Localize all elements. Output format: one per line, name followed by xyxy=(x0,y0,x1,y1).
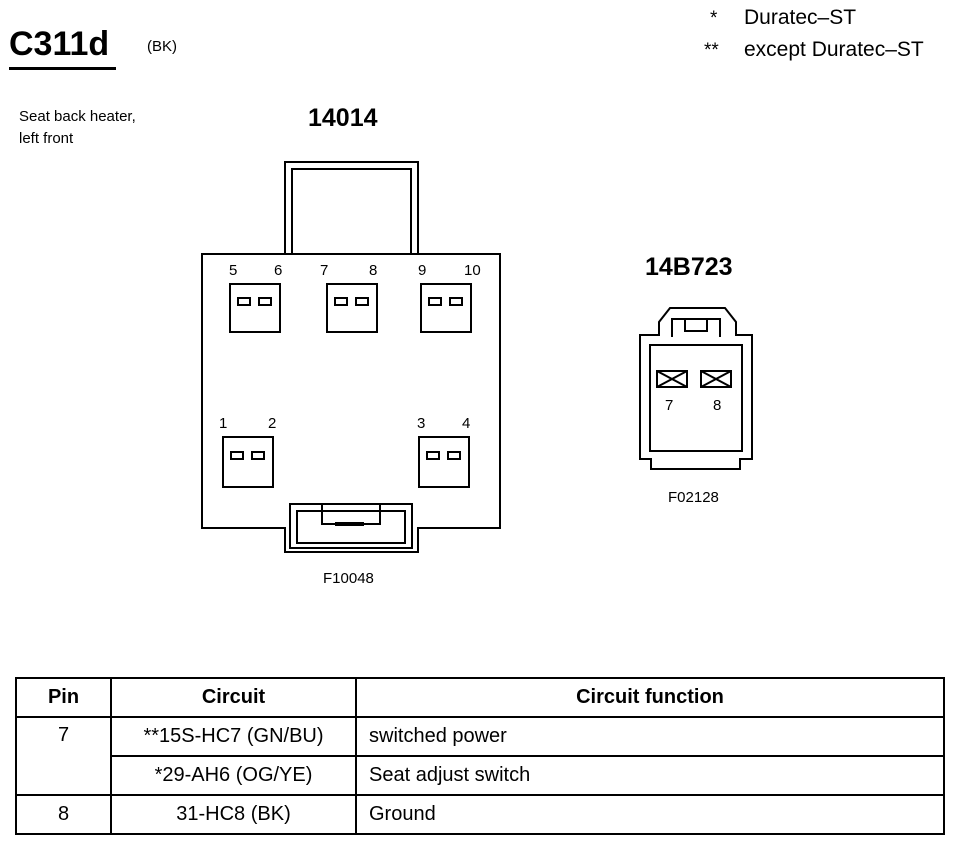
function-cell: Seat adjust switch xyxy=(355,755,945,796)
header-pin: Pin xyxy=(15,677,112,718)
pin-label-4: 4 xyxy=(462,415,470,432)
connector-b-part-number: 14B723 xyxy=(645,253,733,281)
connector-a-figure-code: F10048 xyxy=(323,570,374,587)
pin-cell: 7 xyxy=(15,716,112,796)
circuit-cell: **15S-HC7 (GN/BU) xyxy=(110,716,357,757)
connector-a-clip-tab xyxy=(321,503,381,525)
table-row: 7 **15S-HC7 (GN/BU) switched power xyxy=(15,716,945,796)
cavity-9-10 xyxy=(420,283,472,333)
table-header-row: Pin Circuit Circuit function xyxy=(15,677,945,718)
pin-label-9: 9 xyxy=(418,262,426,279)
legend-mark-1: * xyxy=(710,8,718,29)
title-underline xyxy=(9,67,116,70)
pin-label-7: 7 xyxy=(320,262,328,279)
header-circuit-function: Circuit function xyxy=(355,677,945,718)
connector-b-pin-label-7: 7 xyxy=(665,397,673,414)
connector-a-body xyxy=(201,253,501,553)
connector-b-latch xyxy=(671,318,721,337)
legend-text-2: except Duratec–ST xyxy=(744,38,924,61)
description-line-2: left front xyxy=(19,130,74,147)
connector-a-part-number: 14014 xyxy=(308,104,378,132)
connector-b-drawing xyxy=(639,307,753,470)
legend-text-1: Duratec–ST xyxy=(744,6,857,29)
description-line-1: Seat back heater, xyxy=(19,108,136,125)
connector-a-terminals xyxy=(230,297,463,460)
pin-label-6: 6 xyxy=(274,262,282,279)
connector-a-pin-labels: 5 6 7 8 9 10 1 2 3 4 xyxy=(219,262,481,432)
header-circuit: Circuit xyxy=(110,677,357,718)
table-row: 8 31-HC8 (BK) Ground xyxy=(15,794,945,835)
pin-label-10: 10 xyxy=(464,262,481,279)
connector-b-body xyxy=(639,307,753,470)
connector-b-face xyxy=(649,344,743,452)
function-cell: Ground xyxy=(355,794,945,835)
connector-color: (BK) xyxy=(147,38,177,55)
connector-a-clip-inner xyxy=(296,510,406,544)
connector-b-pin-label-8: 8 xyxy=(713,397,721,414)
cavity-7-8 xyxy=(326,283,378,333)
connector-description: Seat back heater, left front xyxy=(19,106,189,150)
terminal-8 xyxy=(700,370,732,388)
connector-b-terminals xyxy=(656,370,732,388)
connector-b-figure-code: F02128 xyxy=(668,489,719,506)
pin-label-3: 3 xyxy=(417,415,425,432)
table-row: *29-AH6 (OG/YE) Seat adjust switch xyxy=(16,755,945,796)
pinout-table: Pin Circuit Circuit function 7 **15S-HC7… xyxy=(15,677,945,835)
function-cell: switched power xyxy=(355,716,945,757)
legend-mark-2: ** xyxy=(704,40,719,61)
pin-cell: 8 xyxy=(15,794,112,835)
cavity-5-6 xyxy=(229,283,281,333)
connector-title: C311d xyxy=(9,25,110,63)
pin-label-2: 2 xyxy=(268,415,276,432)
connector-a-latch-outer xyxy=(284,161,419,255)
circuit-cell: *29-AH6 (OG/YE) xyxy=(110,755,357,796)
pin-label-5: 5 xyxy=(229,262,237,279)
circuit-cell: 31-HC8 (BK) xyxy=(110,794,357,835)
terminal-7 xyxy=(656,370,688,388)
pin-label-1: 1 xyxy=(219,415,227,432)
connector-a-drawing xyxy=(201,161,501,553)
cavity-3-4 xyxy=(418,436,470,488)
cavity-1-2 xyxy=(222,436,274,488)
connector-a-latch-inner xyxy=(291,168,412,255)
pin-label-8: 8 xyxy=(369,262,377,279)
connector-b-latch-tab xyxy=(684,318,708,332)
